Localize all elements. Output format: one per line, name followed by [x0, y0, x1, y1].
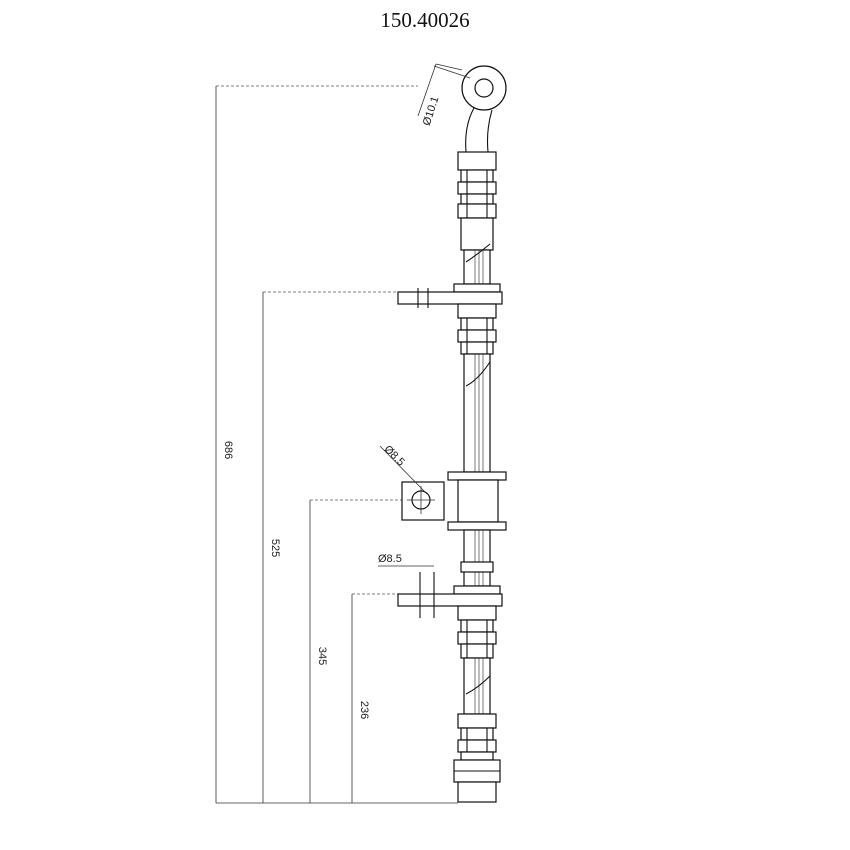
- hose-section-3: [460, 529, 494, 587]
- bracket-3: [378, 565, 503, 618]
- dim-hole-diameter-1: Ø8.5: [381, 443, 406, 468]
- dimension-lines: [215, 85, 458, 804]
- bottom-fitting: [453, 713, 501, 803]
- dim-345: 345: [316, 647, 328, 665]
- lower-ferrule: [457, 605, 497, 659]
- upper-ferrule: [457, 151, 497, 251]
- dim-525: 525: [269, 539, 281, 557]
- bracket-2: [379, 445, 507, 531]
- hose-section-1: [463, 243, 491, 285]
- part-number-title: 150.40026: [380, 8, 469, 32]
- banjo-eye: [417, 63, 507, 153]
- hose-section-2: [463, 353, 491, 473]
- dim-hole-diameter-2: Ø8.5: [378, 553, 402, 565]
- bracket-1: [397, 283, 503, 308]
- dim-236: 236: [358, 701, 370, 719]
- hose-section-4: [463, 657, 491, 715]
- middle-ferrule: [457, 303, 497, 355]
- dim-686: 686: [222, 441, 234, 459]
